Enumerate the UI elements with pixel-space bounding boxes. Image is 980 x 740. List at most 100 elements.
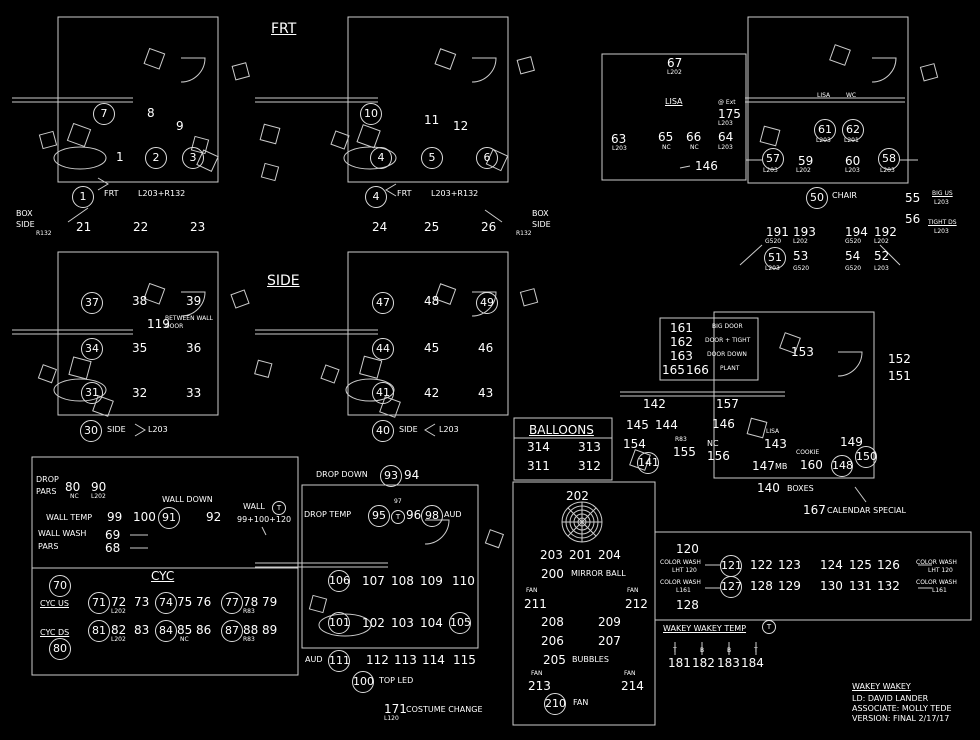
- l203-label-56: L203: [934, 228, 949, 235]
- channel-175: 175: [718, 107, 741, 121]
- l201-label: L201: [844, 137, 859, 144]
- channel-66: 66: [686, 130, 702, 144]
- channel-53: 53: [793, 249, 809, 263]
- version-label: VERSION: FINAL 2/17/17: [852, 714, 950, 723]
- box-side-gel: R132: [36, 230, 52, 237]
- l120-label: L120: [384, 715, 399, 722]
- nc-label-156: NC: [707, 439, 719, 448]
- associate-credit: ASSOCIATE: MOLLY TEDE: [852, 704, 952, 713]
- channel-68: 68: [105, 541, 121, 555]
- lisa-label-1: LISA: [665, 97, 683, 106]
- channel-162: 162: [670, 335, 693, 349]
- wall-down-label: WALL DOWN: [162, 495, 213, 504]
- drop-temp-t: T: [391, 510, 405, 524]
- channel-12: 12: [453, 119, 469, 133]
- channel-311: 311: [527, 459, 550, 473]
- channel-62: 62: [842, 119, 864, 141]
- channel-97: 97: [394, 498, 402, 505]
- channel-84: 84: [155, 620, 177, 642]
- b-label-3: B: [727, 647, 732, 654]
- l202-label: L202: [91, 493, 106, 500]
- channel-95: 95: [368, 505, 390, 527]
- channel-312: 312: [578, 459, 601, 473]
- channel-26: 26: [481, 220, 497, 234]
- channel-194: 194: [845, 225, 868, 239]
- channel-91: 91: [158, 507, 180, 529]
- r83-label-2: R83: [243, 636, 255, 643]
- l203-label-175: L203: [718, 120, 733, 127]
- channel-34: 34: [81, 338, 103, 360]
- channel-155: 155: [673, 445, 696, 459]
- channel-71: 71: [88, 592, 110, 614]
- channel-80-cyc: 80: [49, 638, 71, 660]
- channel-22: 22: [133, 220, 149, 234]
- channel-113: 113: [394, 653, 417, 667]
- side-left-gel: L203: [148, 425, 168, 434]
- mb-label: MB: [775, 462, 788, 471]
- channel-140: 140: [757, 481, 780, 495]
- channel-85: 85: [177, 623, 193, 637]
- wakey-temp-header: WAKEY WAKEY TEMP: [663, 624, 747, 633]
- channel-89: 89: [262, 623, 278, 637]
- channel-73: 73: [134, 595, 150, 609]
- channel-87: 87: [221, 620, 243, 642]
- between-wall-label: BETWEEN WALL: [165, 315, 213, 322]
- channel-2: 2: [145, 147, 167, 169]
- channel-33: 33: [186, 386, 202, 400]
- b-label-2: B: [700, 647, 705, 654]
- channel-111: 111: [328, 650, 350, 672]
- box-side-label: BOX: [16, 209, 33, 218]
- channel-31: 31: [81, 382, 103, 404]
- channel-125: 125: [849, 558, 872, 572]
- l203-label-52: L203: [874, 265, 889, 272]
- channel-212: 212: [625, 597, 648, 611]
- l161-label: L161: [676, 587, 691, 594]
- channel-6: 6: [476, 147, 498, 169]
- aud-label: AUD: [305, 655, 323, 664]
- channel-59: 59: [798, 154, 814, 168]
- channel-201: 201: [569, 548, 592, 562]
- channel-191: 191: [766, 225, 789, 239]
- channel-130: 130: [820, 579, 843, 593]
- l202-label-4: L202: [667, 69, 682, 76]
- channel-183: 183: [717, 656, 740, 670]
- color-wash-label-2: COLOR WASH: [916, 559, 957, 566]
- l203-label-58: L203: [880, 167, 895, 174]
- channel-49: 49: [476, 292, 498, 314]
- wall-t: T: [272, 501, 286, 515]
- channel-202: 202: [566, 489, 589, 503]
- channel-65: 65: [658, 130, 674, 144]
- channel-4: 4: [370, 147, 392, 169]
- channel-78: 78: [243, 595, 259, 609]
- channel-52: 52: [874, 249, 890, 263]
- channel-206: 206: [541, 634, 564, 648]
- channel-77: 77: [221, 592, 243, 614]
- channel-121: 121: [720, 555, 742, 577]
- channel-42: 42: [424, 386, 440, 400]
- nc-label-2: NC: [180, 636, 189, 643]
- channel-69: 69: [105, 528, 121, 542]
- drop-down-label: DROP DOWN: [316, 470, 368, 479]
- channel-37: 37: [81, 292, 103, 314]
- channel-94: 94: [404, 468, 420, 482]
- l202-label-2: L202: [111, 608, 126, 615]
- channel-126: 126: [877, 558, 900, 572]
- channel-4-frt: 4: [365, 186, 387, 208]
- channel-200: 200: [541, 567, 564, 581]
- channel-83: 83: [134, 623, 150, 637]
- b-label-4: T: [754, 647, 758, 654]
- channel-154: 154: [623, 437, 646, 451]
- frt-left-label: FRT: [104, 189, 119, 198]
- channel-128-row: 128: [750, 579, 773, 593]
- channel-57: 57: [762, 148, 784, 170]
- wall-sum: 99+100+120: [237, 515, 292, 524]
- channel-144: 144: [655, 418, 678, 432]
- channel-35: 35: [132, 341, 148, 355]
- l203-label-51: L203: [765, 265, 780, 272]
- box-side-label-2: SIDE: [16, 220, 35, 229]
- wall-wash-label: WALL WASH: [38, 529, 87, 538]
- door-label: DOOR: [165, 323, 184, 330]
- channel-105: 105: [449, 612, 471, 634]
- channel-157: 157: [716, 397, 739, 411]
